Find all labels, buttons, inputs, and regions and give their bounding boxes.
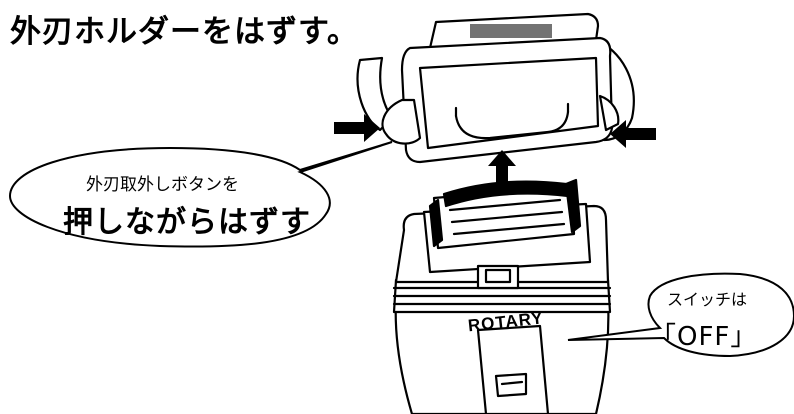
page-title: 外刃ホルダーをはずす。 (10, 14, 359, 50)
callout-right-line2: 「OFF」 (650, 322, 758, 352)
callout-right-line1: スイッチは (667, 290, 748, 309)
blade-holder (356, 12, 635, 164)
callout-bubble-left (8, 141, 393, 248)
press-arrows (334, 114, 656, 192)
callout-left-line2: 押しながらはずす (63, 205, 311, 240)
callout-bubble-right (567, 272, 794, 358)
arrow-right-icon (334, 114, 380, 142)
arrow-up-icon (488, 150, 516, 192)
shaver-body (392, 178, 612, 414)
arrow-left-icon (610, 120, 656, 148)
callout-left-line1: 外刃取外しボタンを (86, 175, 239, 195)
